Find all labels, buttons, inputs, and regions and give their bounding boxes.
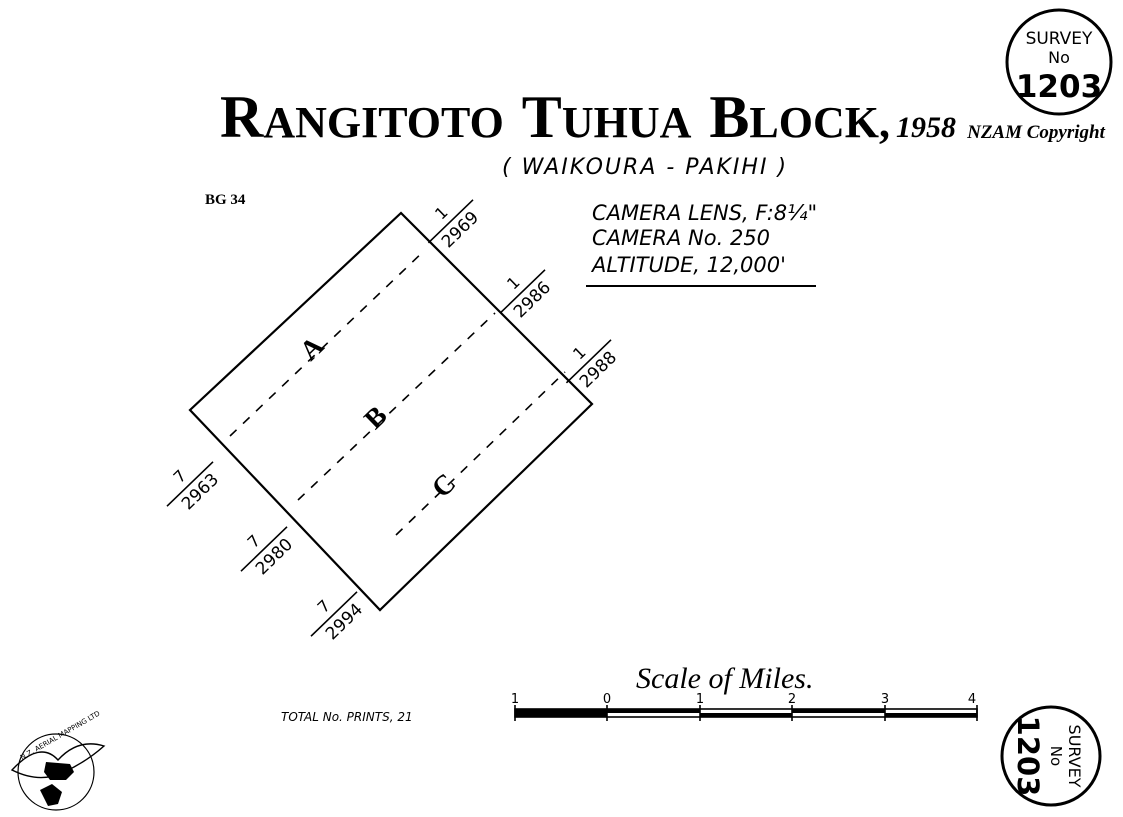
total-prints: TOTAL No. PRINTS, 21	[281, 710, 413, 724]
run-number: 1	[431, 203, 452, 224]
scale-tick-label: 1	[511, 692, 519, 707]
title-year: 1958	[896, 111, 956, 144]
title-cap-t: T	[522, 84, 562, 150]
strip-b-label: B	[359, 400, 394, 435]
copyright-notice: NZAM Copyright	[966, 122, 1105, 143]
fraction-bar	[565, 339, 612, 384]
fraction-bar	[166, 461, 214, 507]
fraction-bar	[240, 526, 288, 572]
stamp-circle	[1000, 705, 1102, 807]
scale-tick-label: 4	[968, 692, 976, 707]
scale-tick-label: 3	[881, 692, 889, 707]
camera-lens: CAMERA LENS, F:8¼"	[592, 201, 817, 225]
nz-aerial-mapping-logo: N.Z. AERIAL MAPPING LTD	[10, 710, 106, 811]
survey-stamp-top: SURVEY No 1203	[1005, 8, 1113, 116]
survey-stamp-bottom: SURVEY No 1203	[1000, 705, 1102, 807]
scale-segment-2-3	[792, 709, 885, 713]
stamp-no-label: No	[1048, 48, 1070, 67]
stamp-number: 1203	[1011, 716, 1045, 797]
scale-tick-label: 1	[696, 692, 704, 707]
title-rest-2: UHUA	[562, 98, 692, 147]
strip-a-end-label: 1 2969	[427, 199, 483, 252]
title-rest-1: ANGITOTO	[263, 98, 503, 147]
strip-c-label: C	[426, 468, 462, 504]
sheet-ref: BG 34	[205, 192, 246, 208]
strip-a-line	[229, 249, 426, 437]
strip-a-label: A	[294, 330, 331, 367]
fraction-bar	[310, 591, 358, 637]
run-number: 7	[314, 596, 335, 617]
scale-tick-label: 2	[788, 692, 796, 707]
camera-number: CAMERA No. 250	[592, 226, 770, 250]
stamp-circle	[1005, 8, 1113, 116]
block-subtitle: ( WAIKOURA - PAKIHI )	[502, 155, 788, 180]
title-cap-b: B	[709, 84, 749, 150]
scale-tick-label: 0	[603, 692, 611, 707]
strip-a-start-label: 7 2963	[166, 461, 223, 514]
stamp-survey-label: SURVEY	[1065, 725, 1084, 788]
map-outline-icon	[40, 784, 62, 806]
strip-c-line	[395, 371, 566, 536]
strip-b-start-label: 7 2980	[240, 526, 297, 579]
strip-b-line	[297, 312, 496, 501]
run-number: 7	[244, 531, 265, 552]
strip-b-end-label: 1 2986	[499, 269, 555, 322]
title-rest-3: LOCK	[749, 98, 879, 147]
fraction-bar	[499, 269, 546, 314]
scale-segment-1-2	[700, 713, 792, 717]
scale-segment-3-4	[885, 713, 977, 717]
title-comma: ,	[879, 98, 890, 147]
scale-bar: 1 0 1 2 3 4	[511, 692, 978, 721]
aircraft-icon	[44, 762, 74, 780]
run-number: 1	[503, 273, 524, 294]
block-boundary	[188, 211, 594, 612]
run-number: 1	[569, 343, 590, 364]
stamp-number: 1203	[1016, 69, 1102, 105]
altitude: ALTITUDE, 12,000'	[590, 253, 786, 277]
block-title: RANGITOTO TUHUA BLOCK,1958	[220, 84, 956, 150]
fraction-bar	[427, 199, 474, 244]
scale-title: Scale of Miles.	[636, 662, 813, 695]
strip-c-end-label: 1 2988	[565, 339, 621, 392]
stamp-no-label: No	[1047, 746, 1065, 766]
strip-c-start-label: 7 2994	[310, 591, 367, 644]
stamp-survey-label: SURVEY	[1026, 29, 1093, 49]
title-cap-r: R	[220, 84, 264, 150]
run-number: 7	[170, 466, 191, 487]
scale-segment-neg	[515, 709, 607, 717]
scale-segment-0-1	[607, 709, 700, 713]
